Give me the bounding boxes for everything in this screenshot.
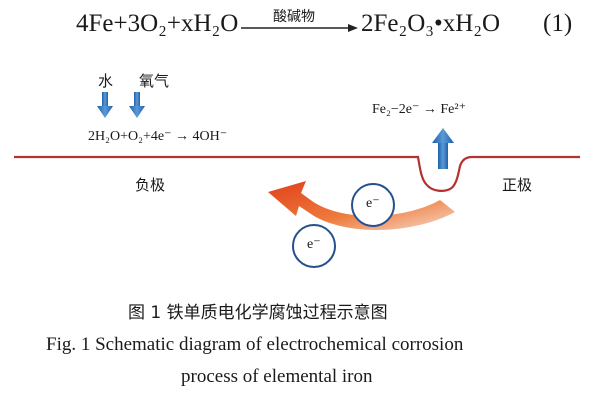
equation-reactants: 4Fe+3O₂+xH₂O (76, 10, 239, 37)
equation-products: 2Fe₂O₃•xH₂O (361, 10, 501, 37)
electron-label-upper: e⁻ (366, 196, 380, 211)
oxygen-label: 氧气 (139, 72, 170, 90)
figure-caption-english-line1: Fig. 1 Schematic diagram of electrochemi… (46, 334, 464, 355)
water-label: 水 (98, 72, 114, 90)
reaction-arrow (241, 24, 358, 32)
anode-reaction: Fe₂−2e⁻ → Fe²⁺ (372, 102, 466, 117)
equation-number: (1) (543, 10, 573, 37)
cathode-reaction: 2H₂O+O₂+4e⁻ → 4OH⁻ (88, 129, 228, 144)
electron-circle-lower (292, 224, 336, 268)
negative-electrode-label: 负极 (135, 176, 166, 194)
equation-condition: 酸碱物 (273, 9, 315, 25)
electron-label-lower: e⁻ (307, 237, 321, 252)
electron-circle-upper (351, 183, 395, 227)
figure-caption-chinese: 图 1 铁单质电化学腐蚀过程示意图 (128, 303, 388, 323)
water-down-arrow (97, 92, 113, 118)
metal-surface-line (14, 155, 580, 192)
electron-flow-arrow (268, 181, 455, 230)
positive-electrode-label: 正极 (502, 176, 533, 194)
figure-caption-english-line2: process of elemental iron (181, 366, 373, 387)
iron-ion-up-arrow (432, 128, 454, 169)
oxygen-down-arrow (129, 92, 145, 118)
